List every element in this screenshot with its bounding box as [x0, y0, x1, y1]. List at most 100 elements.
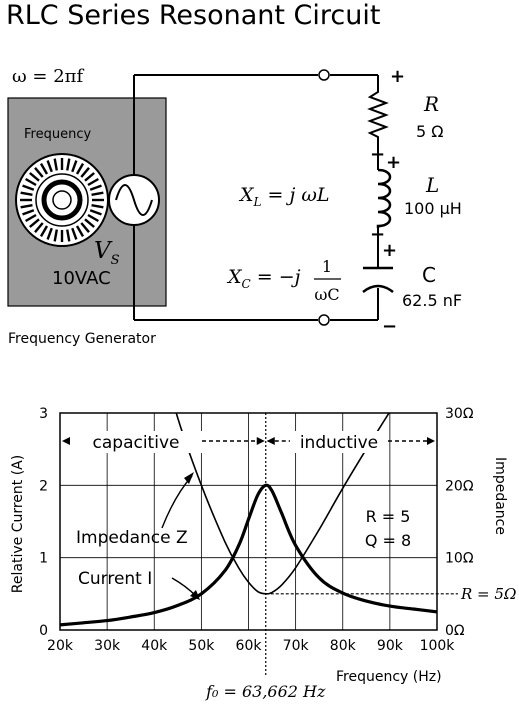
- knob-tick: [80, 222, 90, 233]
- resistor-minus: −: [370, 144, 385, 165]
- knob-tick: [29, 218, 40, 228]
- ac-source-icon: [108, 174, 160, 226]
- resistor-plus: +: [390, 66, 405, 87]
- impedance-pointer: [161, 475, 193, 529]
- resonance-label: f₀ = 63,662 Hz: [205, 682, 326, 701]
- circuit-wires: [133, 74, 379, 321]
- knob-tick: [20, 204, 33, 209]
- x-tick-label: 30k: [94, 638, 121, 654]
- x-tick-label: 50k: [188, 638, 215, 654]
- chart-xlabel: Frequency (Hz): [336, 669, 442, 685]
- knob-tick: [66, 158, 71, 171]
- arrowhead-icon: [266, 437, 275, 445]
- current-series-label: Current I: [78, 569, 152, 589]
- y-tick-label: 0: [39, 623, 48, 639]
- knob-tick: [20, 191, 33, 196]
- knob-tick: [53, 229, 58, 242]
- y-right-tick-label: 0Ω: [445, 623, 465, 639]
- knob-tick: [25, 213, 37, 223]
- svg-text:XC = −j: XC = −j: [226, 266, 301, 291]
- knob-tick: [22, 184, 35, 191]
- knob-tick: [87, 177, 99, 187]
- x-tick-label: 40k: [141, 638, 168, 654]
- knob-tick: [39, 163, 49, 175]
- x-tick-label: 80k: [330, 638, 357, 654]
- knob-tick: [53, 158, 58, 171]
- knob-tick: [75, 225, 85, 237]
- knob-tick: [66, 229, 71, 242]
- knob-tick: [84, 218, 95, 228]
- inductor-value: 100 μH: [404, 199, 462, 218]
- inductive-label: inductive: [300, 433, 378, 453]
- capacitive-label: capacitive: [93, 433, 180, 453]
- inductor-symbol: L: [425, 173, 439, 197]
- capacitor-value: 62.5 nF: [402, 291, 462, 310]
- arrowhead-icon: [62, 437, 70, 445]
- current-pointer: [171, 577, 197, 597]
- knob-tick: [34, 222, 44, 233]
- y-tick-label: 2: [39, 478, 48, 494]
- capacitor-minus: −: [382, 316, 397, 337]
- knob-tick: [71, 160, 78, 173]
- knob-tick: [87, 213, 99, 223]
- capacitor-symbol: C: [422, 263, 436, 287]
- arrowhead-icon: [184, 472, 194, 484]
- circuit-diagram: ω = 2πf Frequency: [7, 66, 462, 347]
- x-tick-label: 70k: [283, 638, 310, 654]
- capacitor-plus: +: [382, 240, 397, 261]
- knob-tick: [39, 225, 49, 237]
- plot-frame: [59, 412, 438, 631]
- arrowhead-icon: [190, 590, 200, 600]
- x-tick-label: 100k: [420, 638, 456, 654]
- x-tick-label: 60k: [236, 638, 263, 654]
- y-right-tick-label: 20Ω: [445, 478, 474, 494]
- x-tick-label: 20k: [47, 638, 74, 654]
- knob-tick: [80, 167, 90, 178]
- param-r-label: R = 5: [366, 507, 411, 526]
- arrowhead-icon: [256, 437, 265, 445]
- inductor-icon: [376, 168, 392, 228]
- knob-tick: [75, 163, 85, 175]
- y-tick-label: 1: [39, 551, 48, 567]
- knob-tick: [25, 177, 37, 187]
- svg-text:1: 1: [322, 257, 332, 276]
- frequency-knob-icon: [15, 153, 109, 247]
- vs-symbol: VS: [94, 238, 120, 268]
- page-title: RLC Series Resonant Circuit: [6, 0, 380, 31]
- knob-tick: [89, 209, 102, 216]
- knob-tick: [29, 172, 40, 182]
- param-q-label: Q = 8: [365, 531, 411, 550]
- label-bg: [70, 431, 202, 453]
- arrowhead-icon: [427, 437, 435, 445]
- knob-tick: [89, 184, 102, 191]
- knob-tick: [91, 204, 104, 209]
- xc-formula: XC = −j 1 ωC: [226, 257, 341, 304]
- svg-text:ωC: ωC: [314, 285, 339, 304]
- generator-caption: Frequency Generator: [8, 331, 156, 347]
- xl-formula: XL = j ωL: [238, 184, 330, 209]
- omega-equation: ω = 2πf: [12, 66, 84, 87]
- inductor-minus: −: [370, 224, 385, 245]
- x-tick-label: 90k: [377, 638, 404, 654]
- y-right-tick-label: 10Ω: [445, 551, 474, 567]
- terminal-bottom: [318, 314, 330, 326]
- capacitor-icon: [362, 266, 394, 294]
- knob-tick: [84, 172, 95, 182]
- y-right-tick-label: 30Ω: [445, 406, 474, 422]
- knob-tick: [71, 227, 78, 240]
- source-voltage: 10VAC: [52, 268, 111, 289]
- y-tick-label: 3: [39, 406, 48, 422]
- terminal-top: [318, 69, 330, 81]
- frequency-knob-label: Frequency: [24, 127, 91, 142]
- chart-ylabel: Relative Current (A): [10, 455, 26, 593]
- current-curve: [60, 483, 437, 627]
- knob-tick: [46, 160, 53, 173]
- resistor-value: 5 Ω: [416, 122, 444, 141]
- impedance-series-label: Impedance Z: [76, 528, 188, 548]
- knob-tick: [22, 209, 35, 216]
- resistor-icon: [367, 88, 389, 140]
- label-bg: [290, 431, 388, 453]
- r-line-label: R = 5Ω: [460, 585, 516, 603]
